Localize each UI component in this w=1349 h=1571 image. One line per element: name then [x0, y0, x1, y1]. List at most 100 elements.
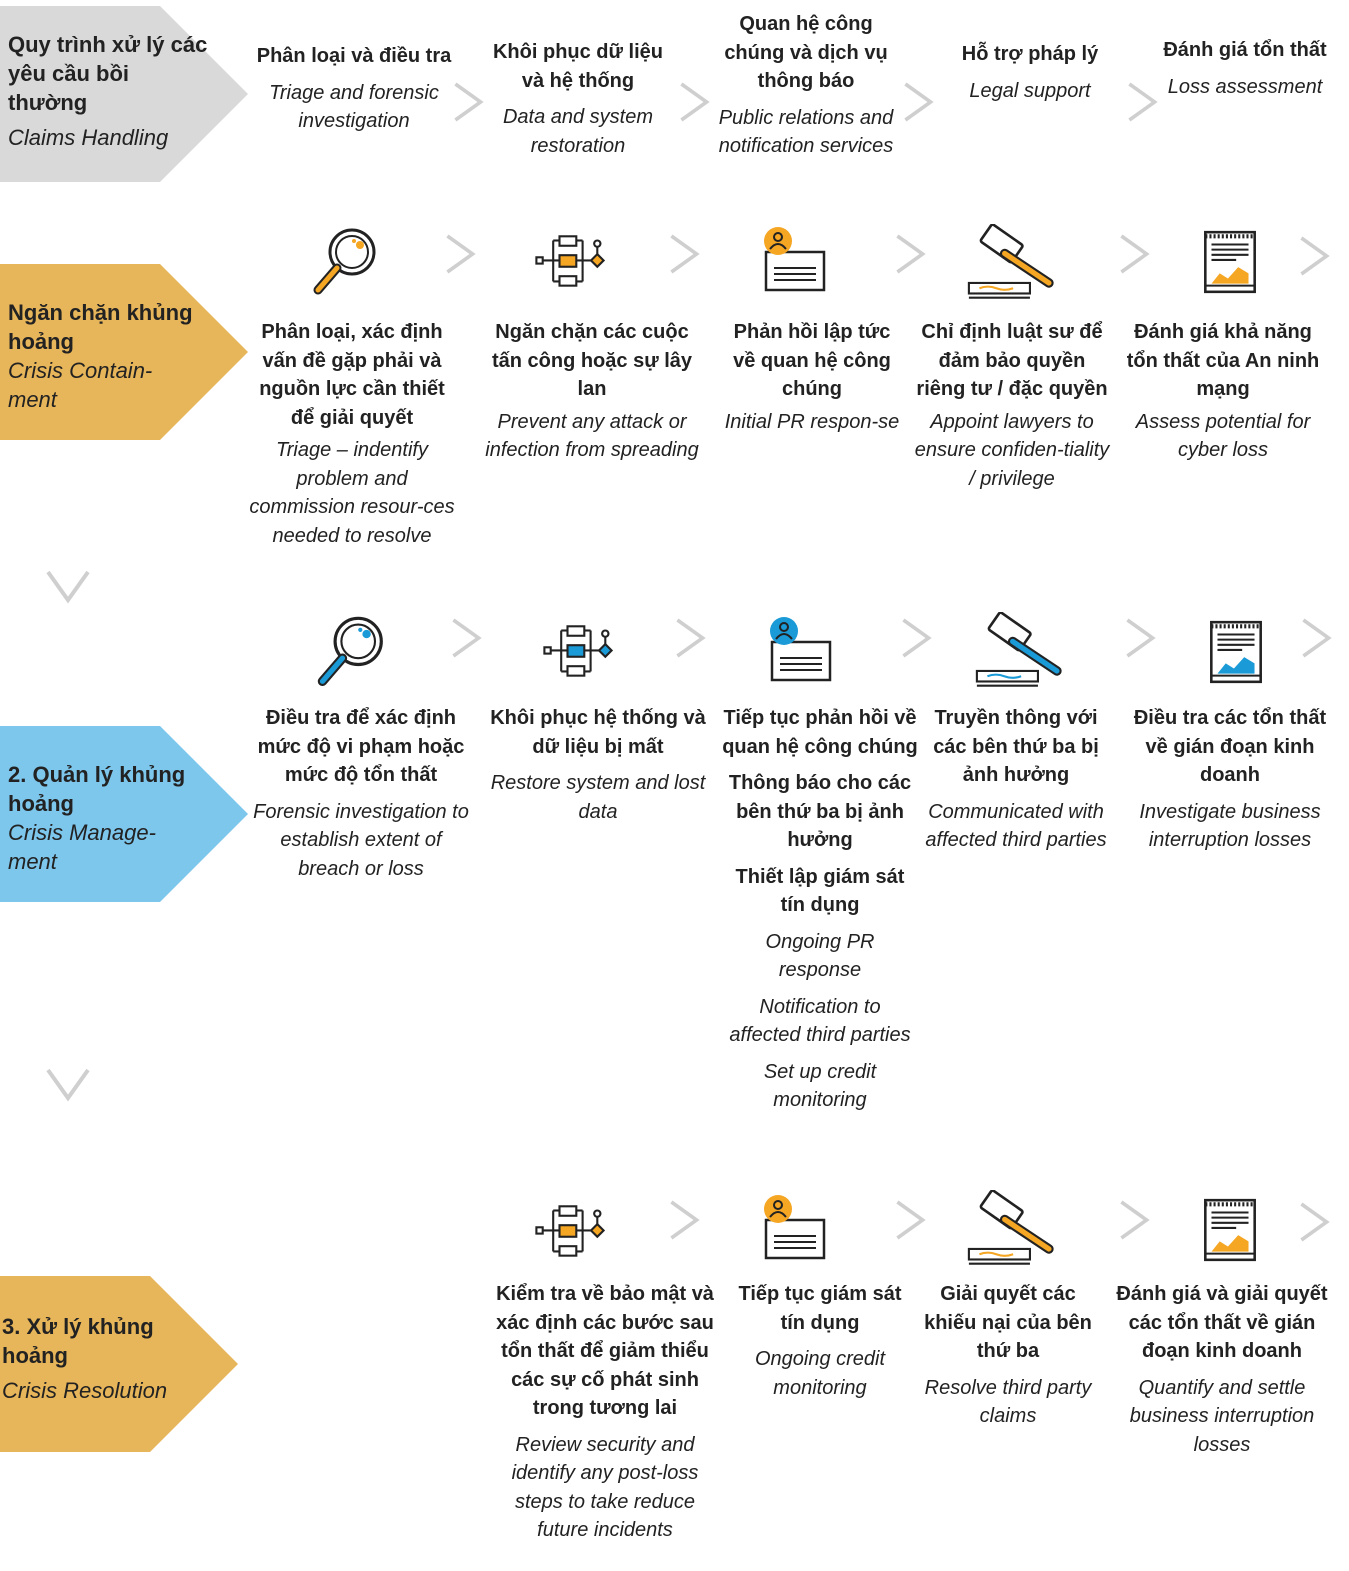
- process-flow-icon: [528, 1200, 612, 1263]
- stage-title-vi: 2. Quản lý khủng hoảng: [8, 762, 186, 816]
- management-step-2: Khôi phục hệ thống và dữ liệu bị mất Res…: [490, 704, 706, 826]
- containment-step-2: Ngăn chặn các cuộc tấn công hoặc sự lây …: [484, 318, 700, 465]
- chevron-right-icon: [666, 232, 702, 276]
- step-title-en: Communicated with affected third parties: [925, 800, 1107, 852]
- step-title-vi: Chỉ định luật sư để đảm bảo quyền riêng …: [916, 321, 1108, 400]
- resolution-step-4: Đánh giá và giải quyết các tổn thất về g…: [1116, 1280, 1328, 1459]
- containment-step-5: Đánh giá khả năng tổn thất của An ninh m…: [1118, 318, 1328, 465]
- chevron-right-icon: [1298, 616, 1334, 660]
- step-title-en: Public relations and notification servic…: [718, 106, 894, 158]
- magnifier-icon: [308, 224, 388, 304]
- step-title-vi: Kiểm tra về bảo mật và xác định các bước…: [496, 1283, 714, 1419]
- step-title-en: Initial PR respon-se: [724, 410, 900, 433]
- step-title-en: Ongoing credit monitoring: [754, 1348, 886, 1399]
- chevron-right-icon: [1116, 232, 1152, 276]
- chevron-right-icon: [442, 232, 478, 276]
- containment-step-4: Chỉ định luật sư để đảm bảo quyền riêng …: [912, 318, 1112, 493]
- management-step-4: Truyền thông với các bên thứ ba bị ảnh h…: [922, 704, 1110, 855]
- step-title-en-3: Set up credit monitoring: [763, 1060, 877, 1112]
- person-card-icon: [752, 224, 832, 300]
- step-title-en: Loss assessment: [1167, 75, 1323, 98]
- step-title-vi: Đánh giá khả năng tổn thất của An ninh m…: [1126, 321, 1320, 400]
- step-title-vi: Khôi phục hệ thống và dữ liệu bị mất: [490, 707, 706, 758]
- step-title-vi: Điều tra các tổn thất về gián đoạn kinh …: [1133, 707, 1327, 786]
- stage-title-en: Crisis Resolution: [2, 1378, 168, 1403]
- chevron-right-icon: [1122, 616, 1158, 660]
- chevron-right-icon: [448, 616, 484, 660]
- chevron-right-icon: [892, 1198, 928, 1242]
- gavel-icon: [966, 612, 1072, 692]
- step-title-vi: Tiếp tục giám sát tín dụng: [738, 1283, 902, 1334]
- step-title-en: Prevent any attack or infection from spr…: [485, 410, 699, 462]
- step-title-en: Resolve third party claims: [924, 1376, 1092, 1428]
- stage-title-vi: 3. Xử lý khủng hoảng: [2, 1314, 154, 1368]
- step-title-vi: Ngăn chặn các cuộc tấn công hoặc sự lây …: [491, 321, 693, 400]
- containment-step-3: Phản hồi lập tức về quan hệ công chúng I…: [722, 318, 902, 436]
- resolution-step-1: Kiểm tra về bảo mật và xác định các bước…: [490, 1280, 720, 1545]
- stage-title-vi: Quy trình xử lý các yêu cầu bồi thường: [8, 32, 208, 115]
- resolution-step-3: Giải quyết các khiếu nại của bên thứ ba …: [922, 1280, 1094, 1431]
- step-title-en: Ongoing PR response: [765, 930, 875, 982]
- step-title-vi: Tiếp tục phản hồi về quan hệ công chúng: [722, 707, 918, 758]
- chevron-down-icon: [44, 1064, 92, 1104]
- step-title-vi: Phân loại và điều tra: [256, 45, 452, 67]
- management-step-5: Điều tra các tổn thất về gián đoạn kinh …: [1126, 704, 1334, 855]
- step-title-en: Investigate business interruption losses: [1139, 800, 1321, 852]
- stage-tag-claims-handling: Quy trình xử lý các yêu cầu bồi thường C…: [0, 6, 248, 182]
- management-step-1: Điều tra để xác định mức độ vi phạm hoặc…: [250, 704, 472, 883]
- process-flow-icon: [536, 620, 620, 683]
- chevron-right-icon: [676, 80, 712, 124]
- step-title-vi-2: Thông báo cho các bên thứ ba bị ảnh hưởn…: [728, 772, 912, 851]
- resolution-step-2: Tiếp tục giám sát tín dụng Ongoing credi…: [726, 1280, 914, 1402]
- chevron-right-icon: [672, 616, 708, 660]
- step-title-en: Legal support: [969, 79, 1091, 102]
- gavel-icon: [958, 224, 1064, 304]
- chevron-down-icon: [44, 566, 92, 606]
- stage-title-vi: Ngăn chặn khủng hoảng: [8, 300, 193, 354]
- step-title-vi: Đánh giá và giải quyết các tổn thất về g…: [1116, 1283, 1328, 1362]
- stage-title-en: Claims Handling: [8, 125, 169, 150]
- step-title-vi-3: Thiết lập giám sát tín dụng: [735, 865, 905, 917]
- step-title-vi: Khôi phục dữ liệu và hệ thống: [492, 41, 664, 92]
- chevron-right-icon: [892, 232, 928, 276]
- stage-tag-crisis-containment: Ngăn chặn khủng hoảng Crisis Contain-men…: [0, 264, 248, 440]
- step-title-en: Appoint lawyers to ensure confiden-tiali…: [914, 410, 1110, 490]
- chevron-right-icon: [900, 80, 936, 124]
- claims-step-1: Phân loại và điều tra Triage and forensi…: [252, 42, 456, 136]
- step-title-vi: Phản hồi lập tức về quan hệ công chúng: [733, 321, 891, 400]
- step-title-vi: Phân loại, xác định vấn đề gặp phải và n…: [259, 321, 445, 429]
- chevron-right-icon: [1296, 1200, 1332, 1244]
- step-title-en: Quantify and settle business interruptio…: [1129, 1376, 1315, 1456]
- step-title-en: Restore system and lost data: [490, 772, 706, 823]
- chevron-right-icon: [1296, 234, 1332, 278]
- gavel-icon: [958, 1190, 1064, 1270]
- step-title-vi: Hỗ trợ pháp lý: [961, 43, 1099, 65]
- step-title-en: Triage and forensic investigation: [269, 81, 439, 133]
- management-step-3: Tiếp tục phản hồi về quan hệ công chúng …: [722, 704, 918, 1115]
- containment-step-1: Phân loại, xác định vấn đề gặp phải và n…: [246, 318, 458, 550]
- chevron-right-icon: [898, 616, 934, 660]
- report-chart-icon: [1198, 226, 1262, 298]
- step-title-vi: Đánh giá tổn thất: [1163, 39, 1327, 61]
- person-card-icon: [752, 1192, 832, 1268]
- step-title-vi: Truyền thông với các bên thứ ba bị ảnh h…: [933, 707, 1099, 786]
- claims-step-5: Đánh giá tổn thất Loss assessment: [1150, 36, 1340, 101]
- step-title-en: Assess potential for cyber loss: [1135, 410, 1311, 462]
- stage-tag-crisis-resolution: 3. Xử lý khủng hoảng Crisis Resolution: [0, 1276, 238, 1452]
- stage-title-en: Crisis Manage-ment: [8, 820, 156, 874]
- report-chart-icon: [1204, 616, 1268, 688]
- report-chart-icon: [1198, 1194, 1262, 1266]
- step-title-en: Data and system restoration: [502, 106, 654, 157]
- chevron-right-icon: [1116, 1198, 1152, 1242]
- claims-step-2: Khôi phục dữ liệu và hệ thống Data and s…: [480, 38, 676, 160]
- step-title-en: Review security and identify any post-lo…: [511, 1433, 699, 1542]
- step-title-en: Forensic investigation to establish exte…: [253, 800, 469, 880]
- step-title-en: Triage – indentify problem and commissio…: [249, 439, 455, 547]
- step-title-vi: Quan hệ công chúng và dịch vụ thông báo: [724, 13, 888, 92]
- stage-title-en: Crisis Contain-ment: [8, 358, 153, 412]
- claims-step-4: Hỗ trợ pháp lý Legal support: [950, 40, 1110, 105]
- magnifier-icon: [312, 612, 396, 696]
- claims-step-3: Quan hệ công chúng và dịch vụ thông báo …: [708, 10, 904, 161]
- stage-tag-crisis-management: 2. Quản lý khủng hoảng Crisis Manage-men…: [0, 726, 248, 902]
- step-title-en-2: Notification to affected third parties: [729, 995, 911, 1047]
